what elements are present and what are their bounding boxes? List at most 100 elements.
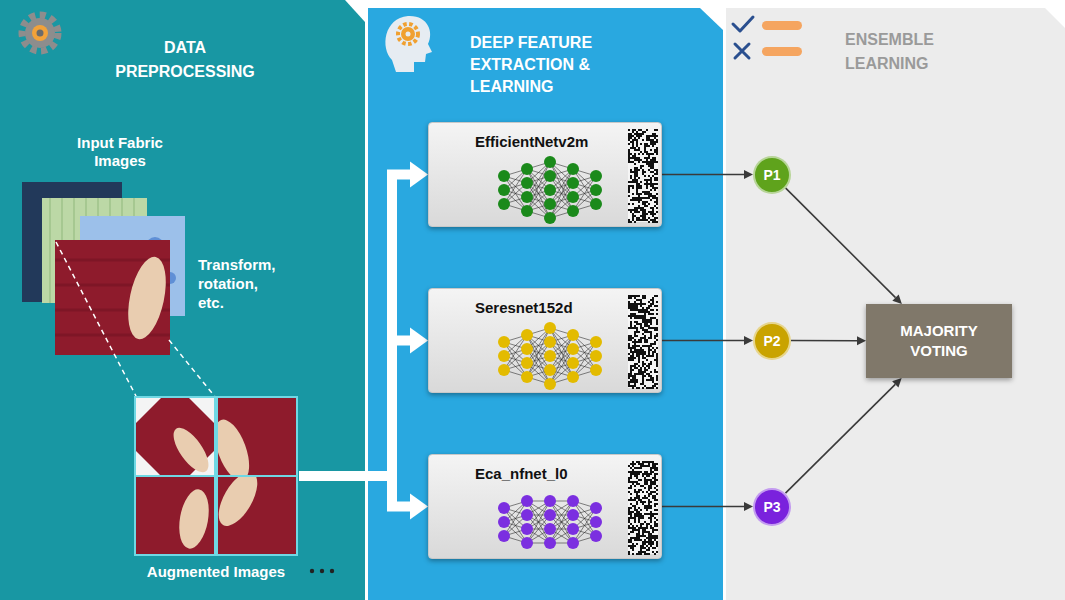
feature-cell bbox=[636, 373, 638, 375]
feature-cell bbox=[634, 363, 636, 365]
feature-cell bbox=[632, 345, 634, 347]
feature-cell bbox=[656, 537, 658, 539]
feature-cell bbox=[636, 315, 638, 317]
network-neuron bbox=[498, 170, 510, 182]
feature-cell bbox=[642, 191, 644, 193]
feature-cell bbox=[632, 309, 634, 311]
feature-cell bbox=[628, 337, 630, 339]
feature-cell bbox=[648, 161, 650, 163]
feature-cell bbox=[644, 179, 646, 181]
feature-cell bbox=[636, 535, 638, 537]
feature-cell bbox=[652, 541, 654, 543]
feature-cell bbox=[628, 359, 630, 361]
feature-cell bbox=[644, 385, 646, 387]
feature-cell bbox=[636, 199, 638, 201]
feature-cell bbox=[640, 489, 642, 491]
feature-cell bbox=[646, 537, 648, 539]
network-neuron bbox=[567, 509, 579, 521]
feature-cell bbox=[656, 523, 658, 525]
augmented-tile bbox=[136, 477, 214, 554]
feature-cell bbox=[630, 379, 632, 381]
feature-cell bbox=[642, 517, 644, 519]
panel-title: ENSEMBLE LEARNING bbox=[845, 28, 955, 76]
connector-arrow bbox=[785, 188, 901, 304]
feature-cell bbox=[628, 307, 630, 309]
feature-cell bbox=[652, 211, 654, 213]
feature-cell bbox=[644, 161, 646, 163]
feature-cell bbox=[634, 167, 636, 169]
feature-cell bbox=[638, 197, 640, 199]
feature-cell bbox=[628, 465, 630, 467]
feature-cell bbox=[656, 327, 658, 329]
feature-cell bbox=[632, 381, 634, 383]
feature-cell bbox=[644, 323, 646, 325]
feature-cell bbox=[640, 539, 642, 541]
feature-cell bbox=[632, 527, 634, 529]
fabric-defect bbox=[211, 466, 265, 532]
gear-hole bbox=[37, 30, 44, 37]
feature-cell bbox=[652, 207, 654, 209]
feature-cell bbox=[630, 471, 632, 473]
feature-cell bbox=[636, 185, 638, 187]
feature-cell bbox=[628, 129, 630, 131]
feature-cell bbox=[630, 357, 632, 359]
feature-cell bbox=[656, 135, 658, 137]
feature-cell bbox=[628, 511, 630, 513]
feature-cell bbox=[634, 181, 636, 183]
feature-cell bbox=[632, 377, 634, 379]
feature-cell bbox=[654, 517, 656, 519]
feature-cell bbox=[650, 517, 652, 519]
feature-cell bbox=[654, 497, 656, 499]
network-links bbox=[504, 328, 596, 384]
feature-cell bbox=[644, 147, 646, 149]
feature-cell bbox=[628, 301, 630, 303]
feature-cell bbox=[640, 299, 642, 301]
feature-cell bbox=[646, 331, 648, 333]
feature-cell bbox=[648, 473, 650, 475]
feature-cell bbox=[654, 503, 656, 505]
feature-cell bbox=[656, 151, 658, 153]
feature-cell bbox=[632, 483, 634, 485]
feature-cell bbox=[654, 465, 656, 467]
feature-cell bbox=[640, 465, 642, 467]
feature-cell bbox=[634, 521, 636, 523]
feature-cell bbox=[656, 499, 658, 501]
feature-cell bbox=[628, 525, 630, 527]
feature-cell bbox=[644, 487, 646, 489]
feature-cell bbox=[632, 531, 634, 533]
feature-cell bbox=[634, 357, 636, 359]
feature-cell bbox=[638, 531, 640, 533]
feature-cell bbox=[652, 299, 654, 301]
feature-cell bbox=[634, 177, 636, 179]
feature-cell bbox=[644, 213, 646, 215]
feature-cell bbox=[652, 313, 654, 315]
feature-cell bbox=[634, 539, 636, 541]
feature-cell bbox=[652, 309, 654, 311]
feature-cell bbox=[636, 497, 638, 499]
feature-cell bbox=[648, 221, 650, 223]
feature-cell bbox=[644, 531, 646, 533]
feature-cell bbox=[630, 327, 632, 329]
feature-cell bbox=[644, 209, 646, 211]
feature-cell bbox=[646, 213, 648, 215]
connector-arrow bbox=[299, 162, 428, 477]
feature-cell bbox=[632, 203, 634, 205]
feature-cell bbox=[632, 303, 634, 305]
feature-cell bbox=[628, 161, 630, 163]
network-neuron bbox=[521, 495, 533, 507]
feature-cell bbox=[656, 329, 658, 331]
feature-cell bbox=[640, 513, 642, 515]
feature-cell bbox=[634, 149, 636, 151]
network-neuron bbox=[544, 184, 556, 196]
feature-cell bbox=[630, 141, 632, 143]
feature-cell bbox=[654, 179, 656, 181]
feature-cell bbox=[638, 473, 640, 475]
feature-cell bbox=[634, 179, 636, 181]
feature-cell bbox=[652, 185, 654, 187]
feature-cell bbox=[650, 327, 652, 329]
feature-cell bbox=[632, 157, 634, 159]
feature-cell bbox=[634, 317, 636, 319]
feature-cell bbox=[650, 335, 652, 337]
